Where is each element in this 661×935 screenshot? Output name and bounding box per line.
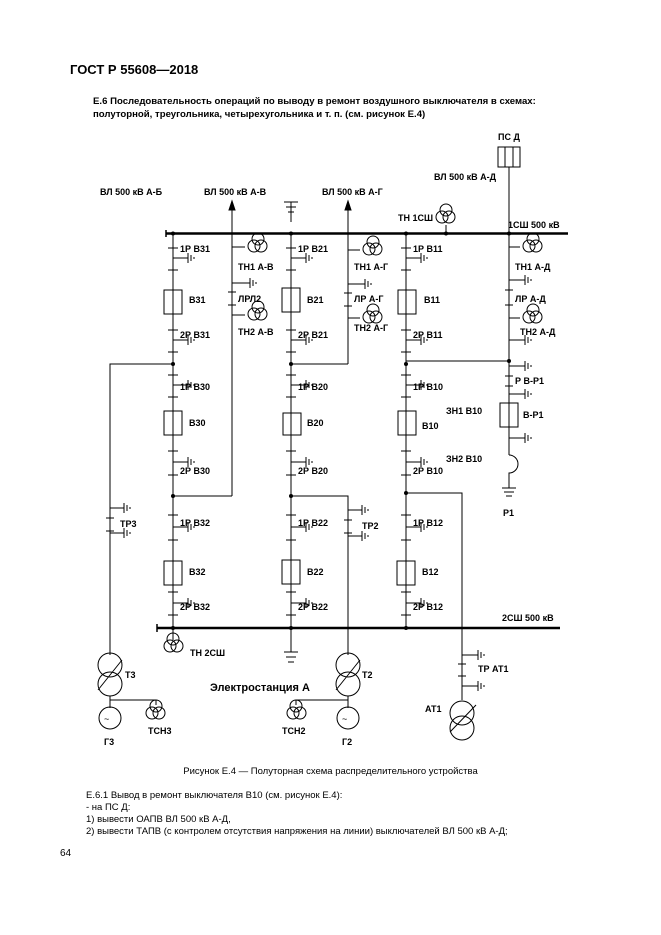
label-r2v11: 2Р В11 <box>413 330 443 340</box>
label-vr1: В-Р1 <box>523 410 544 420</box>
label-tr2: ТР2 <box>362 521 379 531</box>
g2-sine-icon: ~ <box>342 714 347 724</box>
label-lrad: ЛР А-Д <box>515 294 546 304</box>
label-tn-1sh: ТН 1СШ <box>398 213 433 223</box>
label-v22: В22 <box>307 567 324 577</box>
section-intro: Е.6 Последовательность операций по вывод… <box>93 96 536 120</box>
paragraph-2: - на ПС Д: <box>86 802 131 813</box>
label-tn1av: ТН1 А-В <box>238 262 274 272</box>
g3-sine-icon: ~ <box>104 714 109 724</box>
label-r1v11: 1Р В11 <box>413 244 443 254</box>
label-lrag: ЛР А-Г <box>354 294 383 304</box>
label-v10: В10 <box>422 421 439 431</box>
label-r2v32: 2Р В32 <box>180 602 210 612</box>
single-line-diagram: ~ ~ ПС Д ВЛ 500 кВ А-Д ВЛ 500 кВ А-Б ВЛ … <box>97 132 568 747</box>
label-vl-ad: ВЛ 500 кВ А-Д <box>434 172 497 182</box>
label-ps-d: ПС Д <box>498 132 520 142</box>
label-vl-av: ВЛ 500 кВ А-В <box>204 187 267 197</box>
label-station: Электростанция А <box>210 682 310 694</box>
label-rvr1: Р В-Р1 <box>515 376 544 386</box>
label-v30: В30 <box>189 418 206 428</box>
label-tsn2: ТСН2 <box>282 726 306 736</box>
label-bus2: 2СШ 500 кВ <box>502 613 554 623</box>
document-header: ГОСТ Р 55608—2018 <box>70 62 199 77</box>
label-r1v31: 1Р В31 <box>180 244 210 254</box>
label-t3: Т3 <box>125 670 136 680</box>
label-vl-ab: ВЛ 500 кВ А-Б <box>100 187 163 197</box>
page-number: 64 <box>60 848 72 859</box>
label-r1v12: 1Р В12 <box>413 518 443 528</box>
paragraph-3: 1) вывести ОАПВ ВЛ 500 кВ А-Д, <box>86 814 231 825</box>
label-lrl2: ЛРЛ2 <box>238 294 261 304</box>
label-v20: В20 <box>307 418 324 428</box>
paragraph-4: 2) вывести ТАПВ (с контролем отсутствия … <box>86 826 508 837</box>
label-tn2ad: ТН2 А-Д <box>520 327 556 337</box>
label-at1: АТ1 <box>425 704 442 714</box>
label-r1v21: 1Р В21 <box>298 244 328 254</box>
label-tn1ag: ТН1 А-Г <box>354 262 388 272</box>
label-zn2v10: ЗН2 В10 <box>446 454 482 464</box>
label-r2v21: 2Р В21 <box>298 330 328 340</box>
label-t2: Т2 <box>362 670 373 680</box>
label-tn2sh: ТН 2СШ <box>190 648 225 658</box>
label-v12: В12 <box>422 567 439 577</box>
label-r2v31: 2Р В31 <box>180 330 210 340</box>
label-tn1ad: ТН1 А-Д <box>515 262 551 272</box>
label-r2v12: 2Р В12 <box>413 602 443 612</box>
paragraph-1: Е.6.1 Вывод в ремонт выключателя В10 (см… <box>86 790 343 801</box>
label-r2v30: 2Р В30 <box>180 466 210 476</box>
figure-caption: Рисунок Е.4 — Полуторная схема распредел… <box>183 766 478 777</box>
label-tsn3: ТСН3 <box>148 726 172 736</box>
label-v11: В11 <box>424 295 440 305</box>
label-tn2av: ТН2 А-В <box>238 327 274 337</box>
label-zn1v10: ЗН1 В10 <box>446 406 482 416</box>
label-r1v30: 1Р В30 <box>180 382 210 392</box>
label-r1v20: 1Р В20 <box>298 382 328 392</box>
label-r2v20: 2Р В20 <box>298 466 328 476</box>
label-tn2ag: ТН2 А-Г <box>354 323 388 333</box>
label-vl-ag: ВЛ 500 кВ А-Г <box>322 187 383 197</box>
label-r2v10: 2Р В10 <box>413 466 443 476</box>
label-v21: В21 <box>307 295 324 305</box>
label-v31: В31 <box>189 295 206 305</box>
label-r2v22: 2Р В22 <box>298 602 328 612</box>
label-r1: Р1 <box>503 508 514 518</box>
label-v32: В32 <box>189 567 206 577</box>
label-trat1: ТР АТ1 <box>478 664 509 674</box>
label-r1v10: 1Р В10 <box>413 382 443 392</box>
label-r1v32: 1Р В32 <box>180 518 210 528</box>
label-g3: Г3 <box>104 737 114 747</box>
label-g2: Г2 <box>342 737 352 747</box>
label-bus1: 1СШ 500 кВ <box>508 220 560 230</box>
label-tr3: ТР3 <box>120 519 137 529</box>
label-r1v22: 1Р В22 <box>298 518 328 528</box>
